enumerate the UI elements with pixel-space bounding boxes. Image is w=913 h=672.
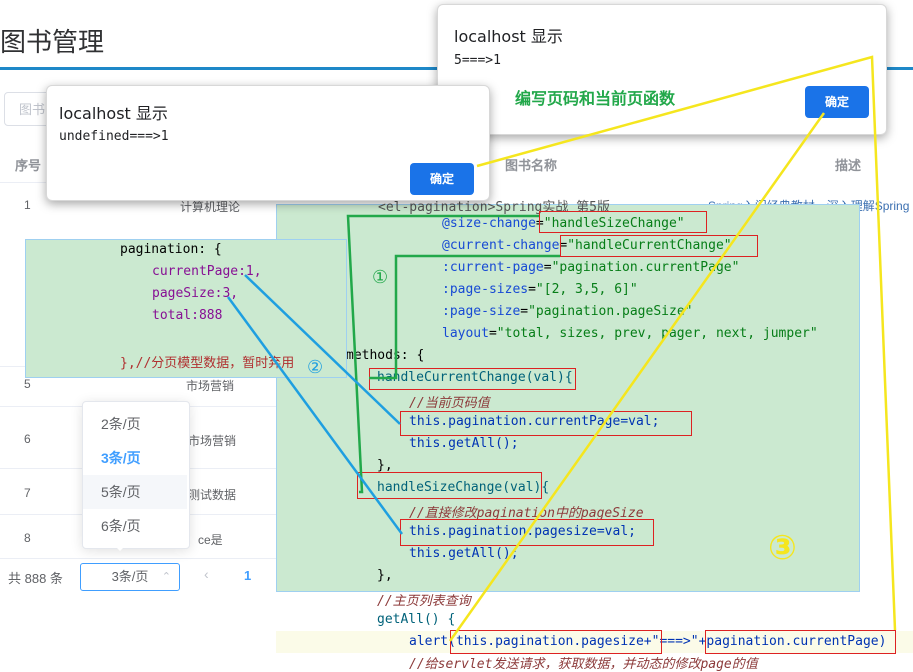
page-title: 图书管理 — [0, 28, 105, 58]
code-panel-data — [25, 239, 347, 378]
code-attr: @current-change — [442, 238, 560, 253]
code-line: pagination: { — [120, 242, 222, 257]
highlight-box — [400, 411, 692, 436]
column-header-index: 序号 — [15, 158, 42, 173]
code-line: this.getAll(); — [409, 546, 519, 561]
alert-dialog-left: localhost 显示 undefined===>1 确定 — [46, 85, 490, 201]
code-str: "handleCurrentChange" — [567, 238, 732, 253]
code-panel-methods — [276, 351, 860, 592]
code-line: :page-sizes="[2, 3,5, 6]" — [442, 282, 638, 297]
code-str: "handleSizeChange" — [543, 216, 685, 231]
pager-page-1[interactable]: 1 — [244, 568, 252, 583]
code-attr: layout — [442, 326, 489, 341]
table-cell-category: 市场营销 — [188, 434, 237, 448]
column-header-name: 图书名称 — [505, 158, 558, 173]
blue-connector-2 — [226, 296, 404, 535]
code-line: }, — [377, 458, 393, 473]
code-line: this.pagination.pagesize=val; — [409, 524, 636, 539]
table-cell-index: 8 — [24, 531, 31, 545]
alert-dialog-top: localhost 显示 5===>1 确定 — [437, 4, 887, 135]
green-connector-2 — [369, 254, 560, 380]
highlight-box — [705, 630, 896, 654]
table-cell-index: 5 — [24, 377, 31, 391]
code-line: handleCurrentChange(val){ — [377, 370, 573, 385]
pagination-total: 共 888 条 — [8, 571, 63, 586]
code-line: getAll() { — [377, 612, 456, 627]
page-size-option-selected[interactable]: 3条/页 — [101, 450, 141, 466]
ok-button[interactable]: 确定 — [410, 163, 474, 195]
code-line: },//分页模型数据，暂时弃用 — [120, 356, 295, 371]
table-cell-index: 1 — [24, 198, 31, 212]
code-str: "pagination.pageSize" — [528, 304, 693, 319]
code-str: "[2, 3,5, 6]" — [535, 282, 638, 297]
code-str: "pagination.currentPage" — [551, 260, 740, 275]
marker-1: ① — [372, 267, 389, 288]
code-attr: @size-change — [442, 216, 536, 231]
code-line: methods: { — [346, 348, 425, 363]
chevron-left-icon: ‹ — [204, 566, 209, 582]
code-comment: //直接修改pagination中的pageSize — [409, 506, 644, 521]
table-cell-category: 计算机理论 — [180, 200, 241, 214]
code-str: "total, sizes, prev, pager, next, jumper… — [496, 326, 818, 341]
code-comment: //主页列表查询 — [377, 594, 471, 609]
dialog-title: localhost 显示 — [59, 104, 168, 123]
code-line: currentPage:1, — [152, 264, 262, 279]
table-cell-category: 测试数据 — [188, 488, 237, 502]
page-size-option[interactable]: 6条/页 — [101, 518, 141, 534]
yellow-connector-1 — [476, 55, 897, 631]
dialog-message: undefined===>1 — [59, 129, 169, 144]
page-size-value: 3条/页 — [111, 569, 149, 584]
code-attr: :current-page — [442, 260, 544, 275]
marker-2: ② — [307, 357, 324, 378]
code-line: this.getAll(); — [409, 436, 519, 451]
code-current-line — [276, 631, 913, 653]
highlight-box — [560, 235, 758, 257]
code-line: alert(this.pagination.pagesize+"===>"+pa… — [409, 634, 887, 649]
code-line: this.pagination.currentPage=val; — [409, 414, 660, 429]
table-cell-index: 6 — [24, 432, 31, 446]
table-cell-category: 市场营销 — [186, 379, 235, 393]
row-divider — [0, 558, 300, 559]
prev-page-button[interactable]: ‹ — [204, 566, 209, 582]
code-line: handleSizeChange(val){ — [377, 480, 550, 495]
page-size-option[interactable]: 2条/页 — [101, 416, 141, 432]
page-size-select[interactable]: 3条/页 ⌃ — [80, 563, 180, 591]
table-cell-category: ce是 — [198, 533, 223, 547]
code-line: pageSize:3, — [152, 286, 239, 301]
code-line: layout="total, sizes, prev, pager, next,… — [442, 326, 818, 341]
ok-button[interactable]: 确定 — [805, 86, 869, 118]
column-header-desc: 描述 — [835, 158, 862, 173]
code-comment: //当前页码值 — [409, 396, 490, 411]
yellow-connector-2 — [448, 112, 826, 642]
dialog-title: localhost 显示 — [454, 27, 563, 46]
dropdown-arrow — [114, 545, 126, 551]
code-line: }, — [377, 568, 393, 583]
blue-connector-1 — [244, 274, 401, 425]
page-size-dropdown: 2条/页 3条/页 5条/页 6条/页 — [82, 401, 190, 549]
dialog-message: 5===>1 — [454, 53, 501, 68]
page-size-option[interactable]: 5条/页 — [83, 475, 187, 509]
code-line: :current-page="pagination.currentPage" — [442, 260, 740, 275]
highlight-box — [539, 211, 707, 233]
code-attr: :page-sizes — [442, 282, 529, 297]
chevron-up-icon: ⌃ — [161, 571, 171, 583]
green-connector-1 — [346, 214, 539, 494]
marker-3: ③ — [768, 528, 797, 568]
code-attr: :page-size — [442, 304, 521, 319]
code-line: total:888 — [152, 308, 223, 323]
table-cell-index: 7 — [24, 486, 31, 500]
annotation-caption: 编写页码和当前页函数 — [515, 89, 676, 108]
highlight-box — [450, 630, 662, 654]
highlight-box — [357, 472, 542, 499]
code-line: :page-size="pagination.pageSize" — [442, 304, 693, 319]
code-line: @current-change="handleCurrentChange" — [442, 238, 732, 253]
code-panel-template — [276, 204, 860, 353]
